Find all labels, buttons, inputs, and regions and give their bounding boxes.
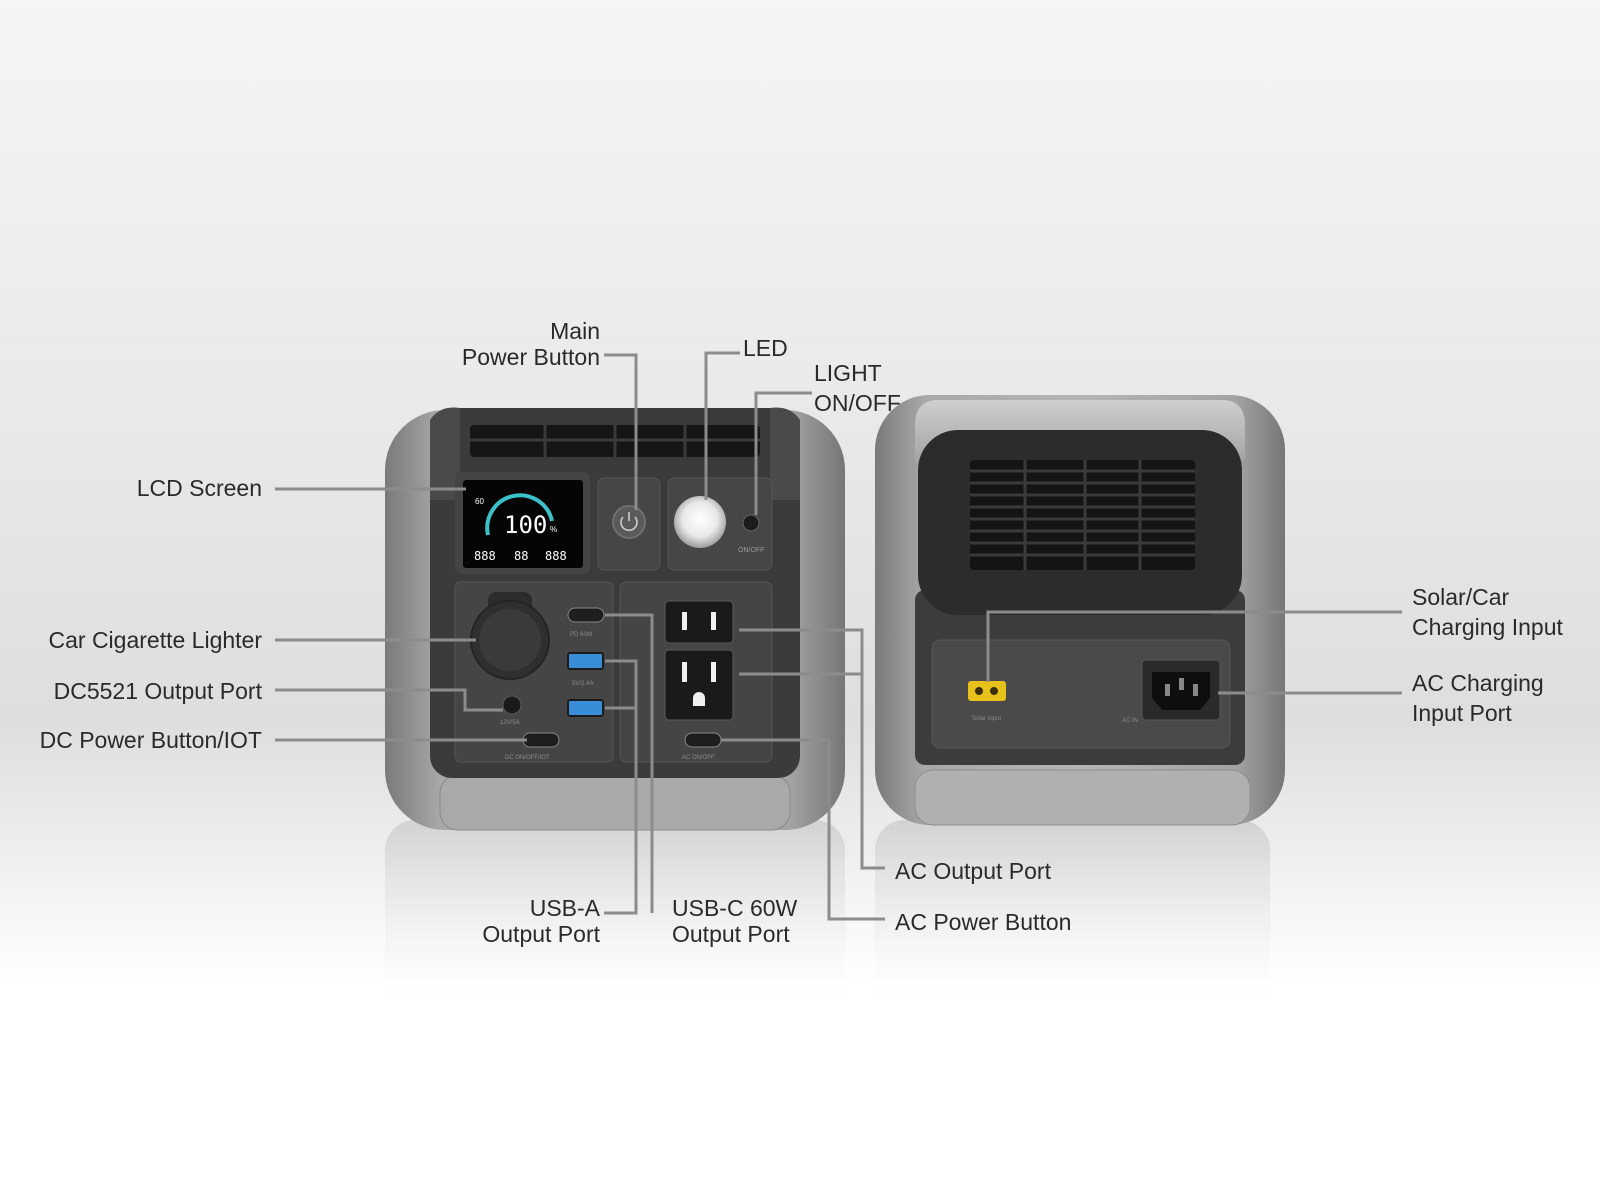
back-device: Solar Input AC IN	[875, 395, 1285, 826]
usb-c-port	[567, 607, 605, 623]
lcd-readout-input: 888	[474, 549, 496, 563]
top-vent	[470, 425, 760, 457]
label-ac-charging-line2: Input Port	[1412, 700, 1512, 726]
power-icon	[620, 516, 638, 532]
leader-main-power	[604, 353, 638, 510]
dc5521-port	[502, 695, 522, 715]
ac-button-caption: AC ON/OFF	[682, 755, 715, 761]
usb-a-caption: 5V/2.4A	[572, 681, 593, 687]
lcd-top-small: 60	[475, 497, 484, 506]
front-bottom-bumper	[439, 774, 791, 831]
leader-ac-output-1	[739, 628, 885, 870]
ac-power-button[interactable]	[684, 732, 722, 748]
label-light-on-off: LIGHT ON/OFF	[814, 360, 901, 416]
label-main-power-line1: Main	[550, 318, 600, 344]
light-switch-caption: ON/OFF	[738, 547, 764, 554]
label-main-power-line2: Power Button	[461, 344, 600, 370]
label-dc5521-output-port: DC5521 Output Port	[53, 678, 262, 704]
lcd-readout-time: 88	[514, 549, 528, 563]
floor-reflection	[385, 820, 1270, 1020]
label-led: LED	[743, 335, 788, 361]
usb-a-port-1	[567, 652, 604, 670]
ac-outlet-2	[664, 649, 734, 721]
label-ac-charging-line1: AC Charging	[1412, 670, 1544, 696]
solar-car-input-port	[968, 681, 1006, 701]
label-usb-c-output-port: USB-C 60W Output Port	[672, 895, 797, 947]
dc-power-button[interactable]	[522, 732, 560, 748]
ac-outlet-1	[664, 600, 734, 644]
usb-c-caption: PD 60W	[570, 632, 593, 638]
label-usb-a-line1: USB-A	[529, 895, 600, 921]
label-dc-power-button-iot: DC Power Button/IOT	[39, 727, 262, 753]
label-usb-c-line2: Output Port	[672, 921, 790, 947]
label-car-cigarette-lighter: Car Cigarette Lighter	[48, 627, 263, 653]
leader-light	[754, 391, 812, 515]
lcd-screen: 60 100 % 888 88 888	[463, 480, 583, 568]
label-ac-charging-input-port: AC Charging Input Port	[1412, 670, 1544, 726]
lcd-percent-unit: %	[550, 525, 557, 534]
main-power-button[interactable]	[612, 505, 646, 539]
led-lamp	[674, 496, 726, 548]
label-solar-line2: Charging Input	[1412, 614, 1563, 640]
left-handle	[430, 407, 460, 500]
label-usb-a-line2: Output Port	[482, 921, 600, 947]
front-device: 60 100 % 888 88 888 ON/OFF 12V/5A	[385, 407, 845, 831]
solar-input-caption: Solar Input	[972, 716, 1001, 722]
fan-grille	[970, 460, 1195, 570]
battery-arc	[485, 493, 554, 536]
leader-usb-c	[605, 613, 654, 913]
label-main-power-button: Main Power Button	[430, 318, 600, 370]
dc-button-caption: DC ON/OFF/IOT	[505, 755, 550, 761]
label-lcd-screen: LCD Screen	[136, 475, 262, 501]
lcd-percent: 100	[504, 511, 547, 539]
ac-charging-input-port	[1141, 659, 1221, 721]
dc5521-caption: 12V/5A	[500, 720, 520, 726]
label-solar-car-charging-input: Solar/Car Charging Input	[1412, 584, 1563, 640]
label-usb-c-line1: USB-C 60W	[672, 895, 798, 921]
label-ac-power-button: AC Power Button	[895, 909, 1072, 935]
label-light-line1: LIGHT	[814, 360, 882, 386]
back-bottom-bumper	[914, 769, 1251, 826]
leader-solar-input	[986, 610, 1402, 682]
lcd-readout-output: 888	[545, 549, 567, 563]
label-ac-output-port: AC Output Port	[895, 858, 1051, 884]
leader-lines	[275, 351, 1402, 921]
leader-usb-a-1	[604, 659, 638, 915]
leader-dc5521	[275, 688, 503, 712]
right-handle	[770, 407, 800, 500]
car-cigarette-lighter-port	[470, 592, 550, 680]
light-button[interactable]	[742, 514, 760, 532]
label-solar-line1: Solar/Car	[1412, 584, 1510, 610]
leader-led	[704, 351, 740, 500]
usb-a-port-2	[567, 699, 604, 717]
ac-in-caption: AC IN	[1122, 718, 1138, 724]
leader-ac-button	[721, 738, 885, 921]
label-usb-a-output-port: USB-A Output Port	[440, 895, 600, 947]
label-light-line2: ON/OFF	[814, 390, 901, 416]
